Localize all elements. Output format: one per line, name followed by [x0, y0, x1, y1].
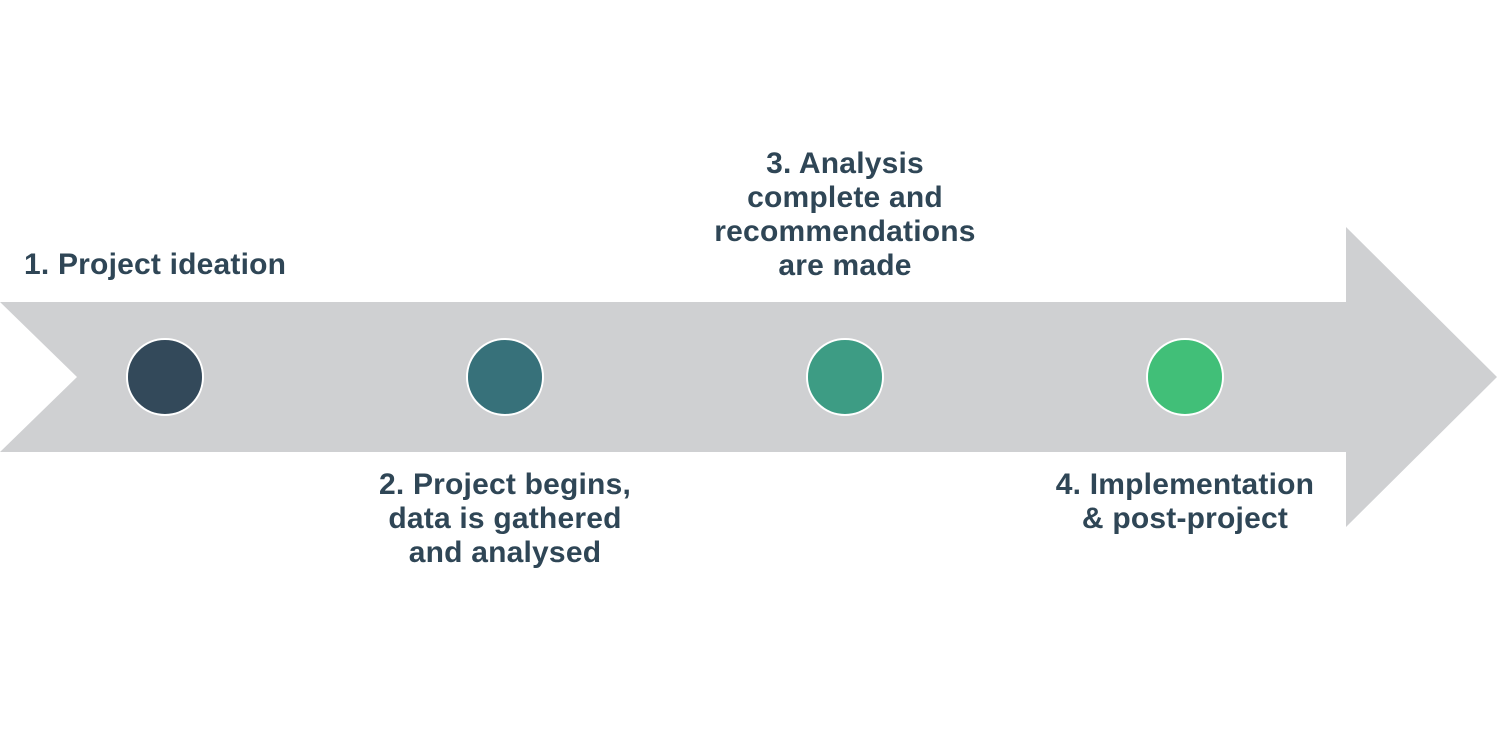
step-4-label: 4. Implementation & post-project: [1055, 468, 1315, 535]
step-4-marker: [1146, 338, 1224, 416]
step-3-marker: [806, 338, 884, 416]
step-2-label: 2. Project begins, data is gathered and …: [378, 468, 631, 569]
step-1-marker: [126, 338, 204, 416]
arrow-shape: [0, 227, 1497, 527]
step-1-label: 1. Project ideation: [24, 248, 287, 281]
step-2-marker: [466, 338, 544, 416]
step-3-label: 3. Analysis complete and recommendations…: [714, 147, 976, 282]
